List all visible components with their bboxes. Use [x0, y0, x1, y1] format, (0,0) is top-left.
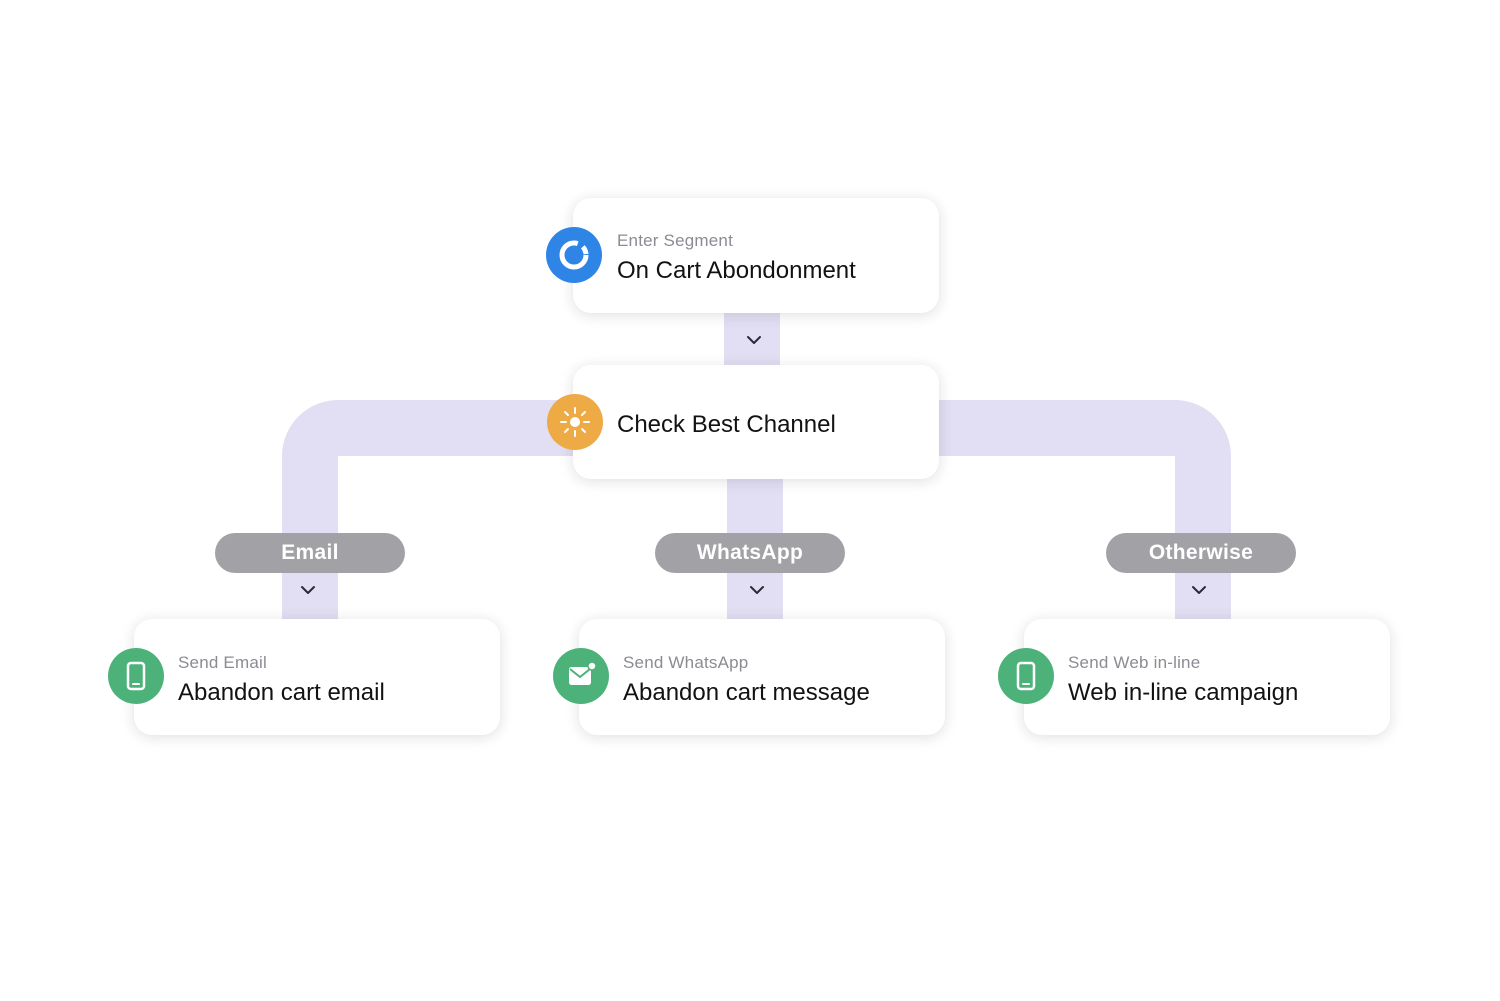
branch-label-whatsapp[interactable]: WhatsApp	[655, 533, 845, 573]
trigger-subtitle: Enter Segment	[617, 231, 733, 250]
action-subtitle: Send Email	[178, 653, 267, 672]
envelope-icon	[553, 648, 609, 704]
action-title: Web in-line campaign	[1068, 679, 1299, 706]
connector-right-branch	[935, 400, 1231, 620]
decision-title: Check Best Channel	[617, 411, 836, 438]
action-node-otherwise[interactable]: Send Web in-line Web in-line campaign	[1024, 619, 1390, 735]
chevron-down-icon	[1192, 586, 1206, 594]
action-title: Abandon cart message	[623, 679, 870, 706]
action-title: Abandon cart email	[178, 679, 385, 706]
action-node-email[interactable]: Send Email Abandon cart email	[134, 619, 500, 735]
action-subtitle: Send WhatsApp	[623, 653, 749, 672]
phone-icon	[998, 648, 1054, 704]
trigger-title: On Cart Abondonment	[617, 257, 856, 284]
connector-trigger-decision	[724, 312, 780, 366]
action-subtitle: Send Web in-line	[1068, 653, 1201, 672]
sparkle-icon	[547, 394, 603, 450]
chevron-down-icon	[301, 586, 315, 594]
phone-icon	[108, 648, 164, 704]
branch-label-email[interactable]: Email	[215, 533, 405, 573]
action-node-whatsapp[interactable]: Send WhatsApp Abandon cart message	[579, 619, 945, 735]
chevron-down-icon	[747, 336, 761, 344]
segment-ring-icon	[546, 227, 602, 283]
decision-node[interactable]: Check Best Channel	[573, 365, 939, 479]
connector-left-branch	[282, 400, 580, 620]
trigger-node[interactable]: Enter Segment On Cart Abondonment	[573, 198, 939, 313]
chevron-down-icon	[750, 586, 764, 594]
branch-label-otherwise[interactable]: Otherwise	[1106, 533, 1296, 573]
